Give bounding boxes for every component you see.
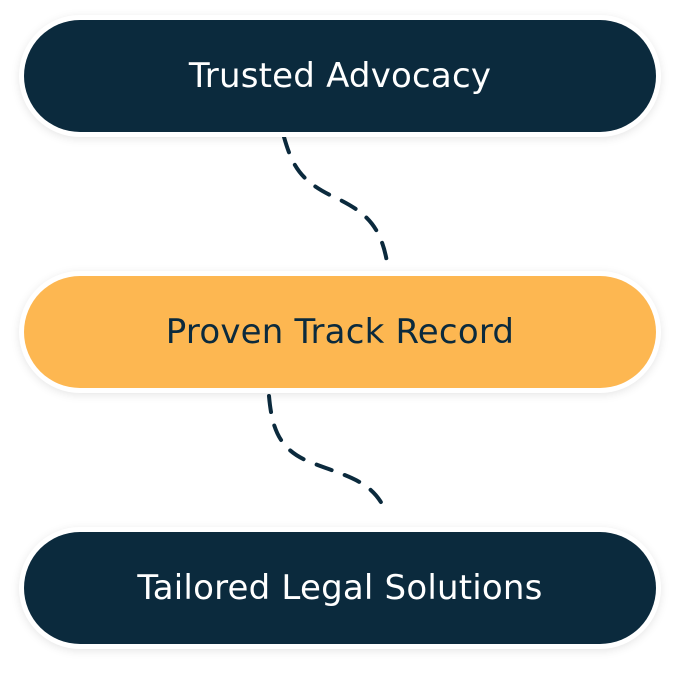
step-label: Proven Track Record — [165, 312, 515, 352]
step-pill-proven-track-record: Proven Track Record — [24, 276, 656, 388]
step-pill-tailored-legal-solutions: Tailored Legal Solutions — [24, 532, 656, 644]
connector-1-2 — [282, 135, 389, 264]
connector-2-3 — [267, 394, 387, 512]
step-pill-trusted-advocacy: Trusted Advocacy — [24, 20, 656, 132]
step-label: Tailored Legal Solutions — [137, 568, 543, 608]
step-label: Trusted Advocacy — [188, 56, 492, 96]
